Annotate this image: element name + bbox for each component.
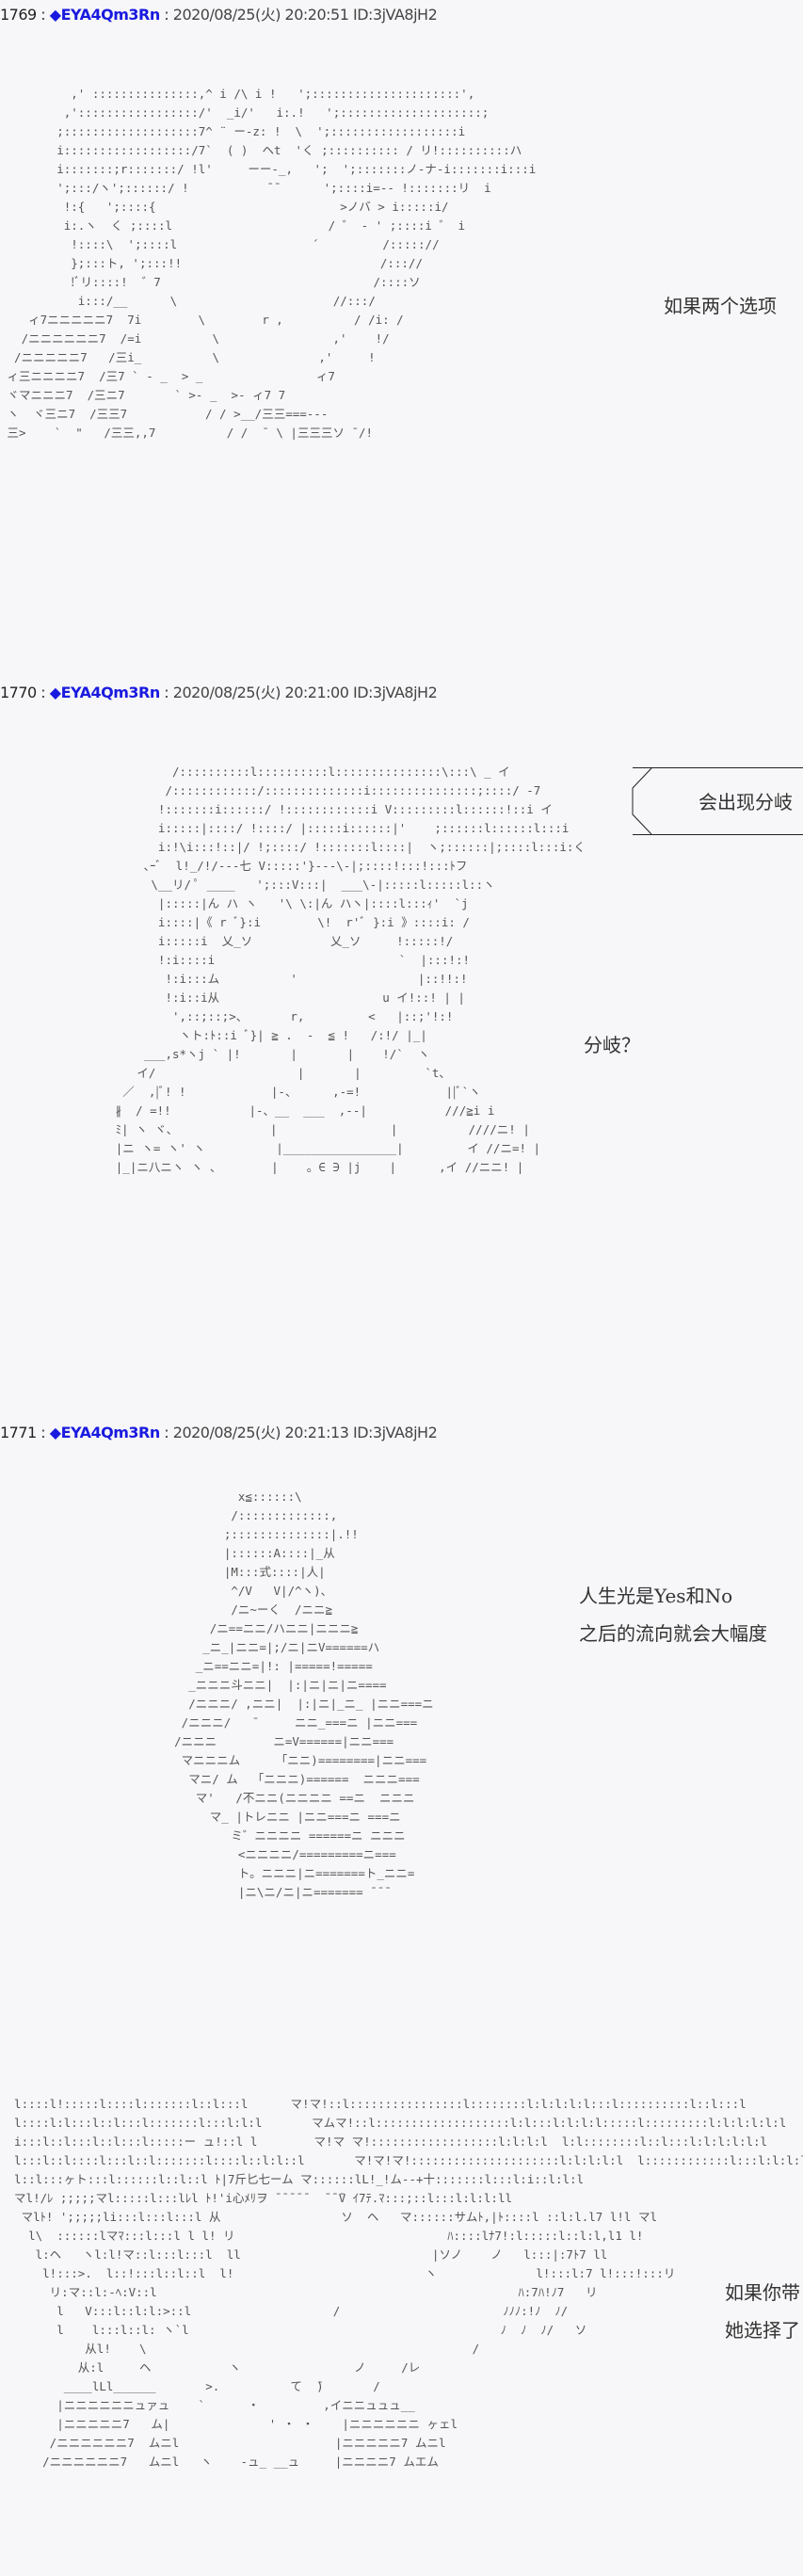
ascii-art-1771: x≦::::::\ /:::::::::::::, ;:::::::::::::… (174, 1489, 434, 1899)
ascii-art-1770: /::::::::::l::::::::::l:::::::::::::::\:… (115, 765, 586, 1174)
narration-text: 分岐？ (584, 1034, 640, 1056)
narration-text: 她选择了 (725, 2319, 800, 2342)
ascii-art-1769: ,' :::::::::::::::,^ i /\ i ! ';::::::::… (7, 87, 537, 440)
post-number: 1769 (0, 6, 37, 24)
narration-text: 如果你带 (725, 2281, 800, 2304)
ascii-art-continuation: l::::l!:::::l::::l:::::::l::l:::l マ!マ!::… (14, 2097, 803, 2469)
post-header-1771: 1771 : ◆EYA4Qm3Rn : 2020/08/25(火) 20:21:… (0, 1424, 438, 1441)
post-number: 1771 (0, 1424, 37, 1441)
post-header-1769: 1769 : ◆EYA4Qm3Rn : 2020/08/25(火) 20:20:… (0, 6, 438, 24)
post-meta: 2020/08/25(火) 20:21:00 ID:3jVA8jH2 (172, 684, 438, 701)
post-header-1770: 1770 : ◆EYA4Qm3Rn : 2020/08/25(火) 20:21:… (0, 684, 438, 701)
speech-bubble: 会出现分岐 (632, 767, 803, 835)
post-meta: 2020/08/25(火) 20:21:13 ID:3jVA8jH2 (172, 1424, 438, 1441)
poster-name[interactable]: ◆EYA4Qm3Rn (49, 1424, 160, 1441)
poster-name[interactable]: ◆EYA4Qm3Rn (49, 684, 160, 701)
poster-name[interactable]: ◆EYA4Qm3Rn (49, 6, 160, 24)
narration-text: 之后的流向就会大幅度 (579, 1622, 767, 1645)
post-number: 1770 (0, 684, 37, 701)
narration-text: 人生光是Yes和No (579, 1585, 733, 1607)
narration-text: 如果两个选项 (664, 295, 777, 317)
post-meta: 2020/08/25(火) 20:20:51 ID:3jVA8jH2 (172, 6, 438, 24)
bubble-text: 会出现分岐 (699, 791, 793, 813)
bubble-edge-icon (632, 767, 652, 835)
